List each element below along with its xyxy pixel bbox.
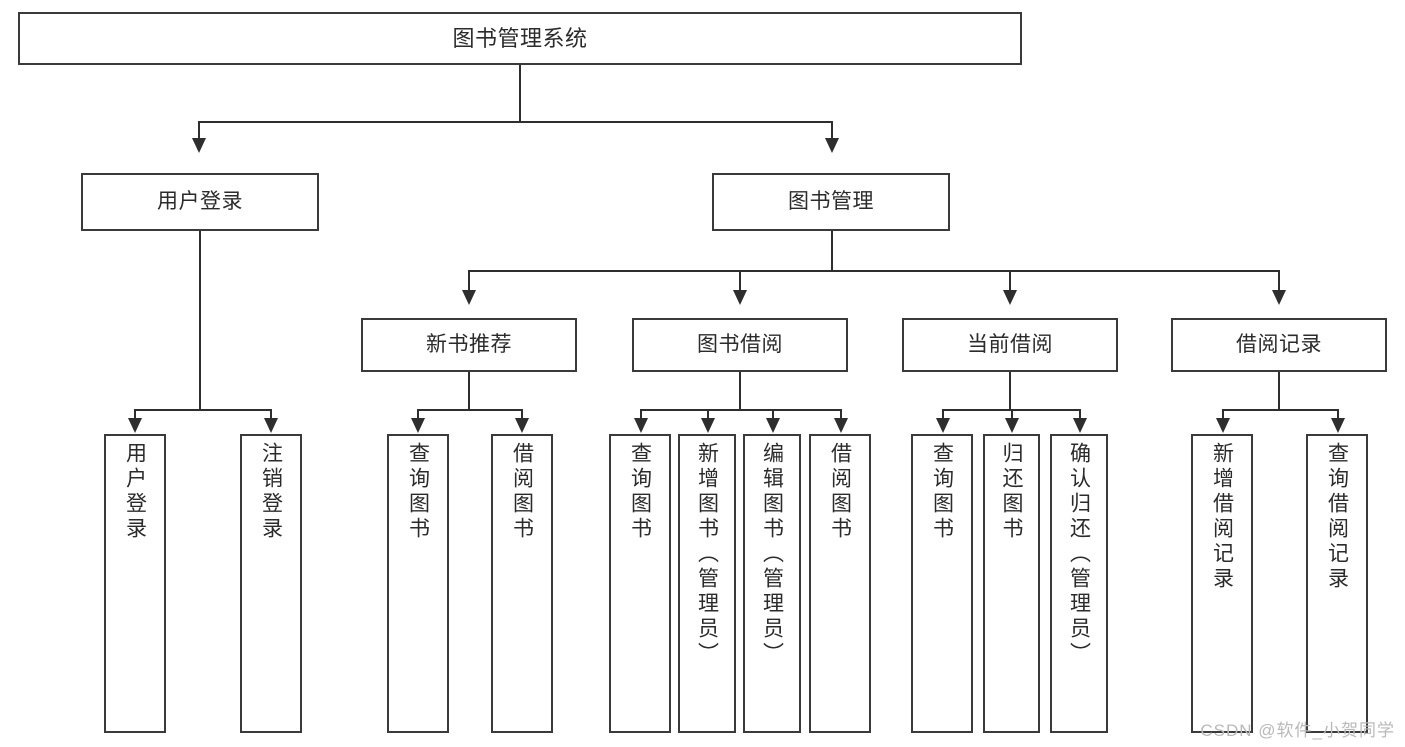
node-label: 确认归还（管理员） <box>1067 442 1091 667</box>
connector-new-book-child-1 <box>417 409 419 420</box>
node-label: 注销登录 <box>259 442 283 542</box>
leaf-borrow-record-add-record[interactable]: 新增借阅记录 <box>1191 434 1253 733</box>
connector-root-to-user-login <box>198 121 200 140</box>
node-label: 用户登录 <box>123 442 147 542</box>
connector-borrow-record-stem <box>1278 372 1280 409</box>
arrow-book-mgmt-to-current-borrow <box>1003 290 1017 305</box>
leaf-book-borrow-borrow-book[interactable]: 借阅图书 <box>809 434 871 733</box>
node-label: 编辑图书（管理员） <box>760 442 784 667</box>
arrow-borrow-record-child-1 <box>1216 418 1230 433</box>
connector-book-mgmt-to-new-book <box>468 270 470 292</box>
leaf-book-borrow-edit-book-admin[interactable]: 编辑图书（管理员） <box>743 434 801 733</box>
node-label: 查询图书 <box>628 442 652 542</box>
arrow-current-borrow-child-3 <box>1073 418 1087 433</box>
node-label: 新增借阅记录 <box>1210 442 1234 592</box>
connector-book-mgmt-stem <box>831 231 833 270</box>
arrow-current-borrow-child-2 <box>1005 418 1019 433</box>
arrow-new-book-child-2 <box>515 418 529 433</box>
arrow-book-mgmt-to-new-book <box>462 290 476 305</box>
connector-new-book-child-2 <box>521 409 523 420</box>
leaf-current-borrow-query-book[interactable]: 查询图书 <box>911 434 973 733</box>
connector-root-bus <box>198 121 832 123</box>
connector-user-login-child-2 <box>270 409 272 420</box>
node-label: 归还图书 <box>1000 442 1023 542</box>
arrow-root-to-book-mgmt <box>825 138 839 153</box>
leaf-new-book-query-book[interactable]: 查询图书 <box>387 434 449 733</box>
connector-user-login-bus <box>134 409 271 411</box>
arrow-root-to-user-login <box>192 138 206 153</box>
node-current-borrow[interactable]: 当前借阅 <box>902 318 1118 372</box>
arrow-new-book-child-1 <box>411 418 425 433</box>
arrow-borrow-record-child-2 <box>1331 418 1345 433</box>
connector-root-stem <box>519 65 521 121</box>
node-label: 新增图书（管理员） <box>695 442 719 667</box>
leaf-user-login-login[interactable]: 用户登录 <box>104 434 166 733</box>
arrow-current-borrow-child-1 <box>936 418 950 433</box>
node-label: 查询图书 <box>406 442 430 542</box>
node-root-system[interactable]: 图书管理系统 <box>18 12 1022 65</box>
node-label: 借阅图书 <box>510 442 534 542</box>
arrow-book-borrow-child-3 <box>766 418 780 433</box>
connector-book-borrow-child-4 <box>840 409 842 420</box>
connector-new-book-bus <box>417 409 522 411</box>
connector-root-to-book-mgmt <box>831 121 833 140</box>
arrow-book-mgmt-to-book-borrow <box>733 290 747 305</box>
connector-user-login-child-1 <box>134 409 136 420</box>
connector-book-borrow-child-3 <box>772 409 774 420</box>
connector-book-mgmt-to-current-borrow <box>1009 270 1011 292</box>
connector-current-borrow-child-1 <box>942 409 944 420</box>
connector-book-borrow-stem <box>739 372 741 409</box>
node-label: 当前借阅 <box>967 332 1053 356</box>
connector-book-borrow-child-2 <box>707 409 709 420</box>
arrow-book-mgmt-to-borrow-record <box>1272 290 1286 305</box>
node-label: 借阅图书 <box>828 442 852 542</box>
connector-new-book-stem <box>468 372 470 409</box>
node-borrow-record[interactable]: 借阅记录 <box>1171 318 1387 372</box>
connector-book-mgmt-to-borrow-record <box>1278 270 1280 292</box>
node-book-borrow[interactable]: 图书借阅 <box>632 318 848 372</box>
node-label: 用户登录 <box>157 189 243 213</box>
connector-current-borrow-child-3 <box>1079 409 1081 420</box>
connector-borrow-record-child-1 <box>1222 409 1224 420</box>
leaf-current-borrow-confirm-return-admin[interactable]: 确认归还（管理员） <box>1050 434 1108 733</box>
node-label: 查询图书 <box>930 442 954 542</box>
connector-borrow-record-child-2 <box>1337 409 1339 420</box>
connector-book-mgmt-bus <box>468 270 1280 272</box>
leaf-book-borrow-query-book[interactable]: 查询图书 <box>609 434 671 733</box>
connector-book-borrow-child-1 <box>640 409 642 420</box>
leaf-user-login-logout[interactable]: 注销登录 <box>240 434 302 733</box>
connector-book-borrow-bus <box>640 409 842 411</box>
leaf-borrow-record-query-record[interactable]: 查询借阅记录 <box>1306 434 1368 733</box>
node-book-management[interactable]: 图书管理 <box>712 173 950 231</box>
arrow-user-login-child-1 <box>128 418 142 433</box>
node-label: 图书管理系统 <box>452 25 588 51</box>
node-user-login[interactable]: 用户登录 <box>81 173 319 231</box>
leaf-new-book-borrow-book[interactable]: 借阅图书 <box>491 434 553 733</box>
node-label: 图书借阅 <box>697 332 783 356</box>
node-new-book-recommend[interactable]: 新书推荐 <box>361 318 577 372</box>
node-label: 新书推荐 <box>426 332 512 356</box>
connector-user-login-stem <box>199 231 201 409</box>
arrow-user-login-child-2 <box>264 418 278 433</box>
connector-current-borrow-child-2 <box>1011 409 1013 420</box>
node-label: 查询借阅记录 <box>1325 442 1349 592</box>
node-label: 图书管理 <box>788 189 874 213</box>
connector-borrow-record-bus <box>1222 409 1338 411</box>
arrow-book-borrow-child-4 <box>834 418 848 433</box>
connector-book-mgmt-to-book-borrow <box>739 270 741 292</box>
arrow-book-borrow-child-2 <box>701 418 715 433</box>
connector-current-borrow-stem <box>1009 372 1011 409</box>
leaf-book-borrow-add-book-admin[interactable]: 新增图书（管理员） <box>678 434 736 733</box>
leaf-current-borrow-return-book[interactable]: 归还图书 <box>983 434 1040 733</box>
node-label: 借阅记录 <box>1236 332 1322 356</box>
arrow-book-borrow-child-1 <box>634 418 648 433</box>
